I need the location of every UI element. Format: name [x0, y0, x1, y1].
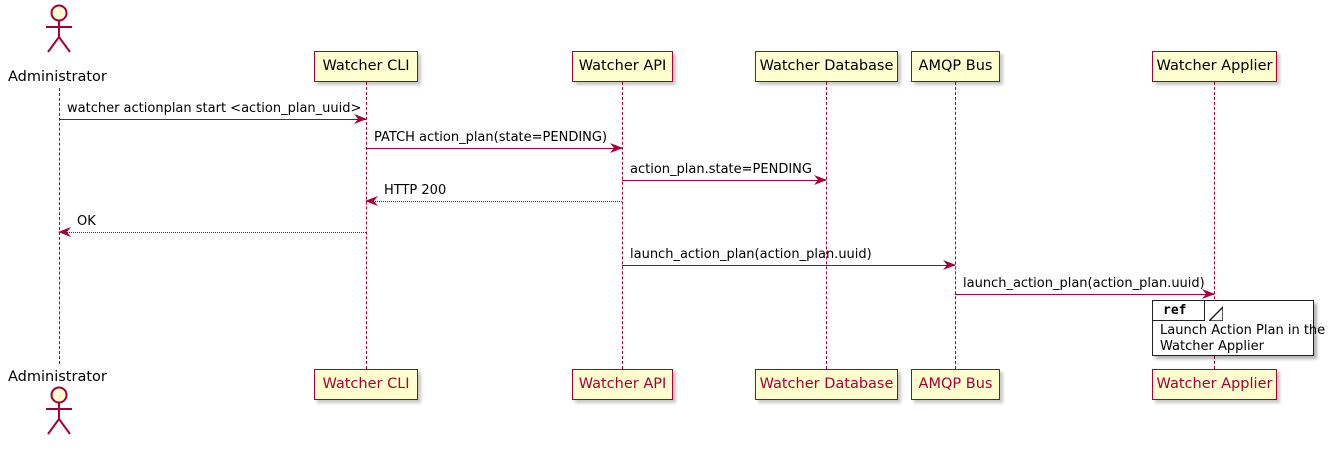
- ref-fragment-tab-label: ref: [1163, 303, 1187, 318]
- participant-label-amqp-bus: AMQP Bus: [918, 58, 993, 75]
- participant-box-amqp-bus-bottom[interactable]: AMQP Bus: [911, 369, 1000, 400]
- participant-box-watcher-api-top[interactable]: Watcher API: [572, 51, 673, 82]
- participant-label-watcher-database: Watcher Database: [759, 58, 894, 75]
- ref-fragment-tab: ref: [1153, 301, 1206, 321]
- message-label-m3: action_plan.state=PENDING: [630, 162, 812, 177]
- participant-box-watcher-cli-top[interactable]: Watcher CLI: [314, 51, 418, 82]
- participant-label-watcher-api: Watcher API: [578, 58, 667, 75]
- participant-label-watcher-cli: Watcher CLI: [322, 376, 410, 393]
- message-line-m7: [955, 294, 1214, 295]
- lifeline-watcher-applier: [1214, 82, 1215, 369]
- ref-fragment-fold-icon: [1209, 301, 1223, 321]
- message-line-m5: [59, 232, 366, 233]
- arrowhead-icon-m5: [58, 226, 71, 238]
- participant-label-watcher-cli: Watcher CLI: [322, 58, 410, 75]
- participant-label-amqp-bus: AMQP Bus: [918, 376, 993, 393]
- participant-label-watcher-applier: Watcher Applier: [1156, 376, 1273, 393]
- lifeline-administrator: [59, 88, 60, 364]
- participant-box-watcher-database-bottom[interactable]: Watcher Database: [755, 369, 898, 400]
- message-label-m5: OK: [77, 214, 96, 229]
- arrowhead-icon-m4: [365, 195, 378, 207]
- participant-box-amqp-bus-top[interactable]: AMQP Bus: [911, 51, 1000, 82]
- message-label-m1: watcher actionplan start <action_plan_uu…: [67, 101, 362, 116]
- participant-label-watcher-applier: Watcher Applier: [1156, 58, 1273, 75]
- arrowhead-icon-m3: [814, 174, 827, 186]
- message-label-m4: HTTP 200: [384, 183, 447, 198]
- arrowhead-icon-m2: [610, 142, 623, 154]
- message-line-m4: [366, 201, 622, 202]
- message-label-m7: launch_action_plan(action_plan.uuid): [963, 276, 1205, 291]
- lifeline-watcher-cli: [366, 82, 367, 369]
- message-line-m2: [366, 148, 622, 149]
- actor-label-administrator-top: Administrator: [8, 69, 107, 85]
- arrowhead-icon-m6: [943, 259, 956, 271]
- arrowhead-icon-m7: [1202, 288, 1215, 300]
- participant-label-watcher-database: Watcher Database: [759, 376, 894, 393]
- lifeline-watcher-api: [622, 82, 623, 369]
- message-label-m2: PATCH action_plan(state=PENDING): [374, 130, 608, 145]
- message-label-m6: launch_action_plan(action_plan.uuid): [630, 247, 872, 262]
- message-line-m6: [622, 265, 955, 266]
- lifeline-amqp-bus: [955, 82, 956, 369]
- participant-box-watcher-database-top[interactable]: Watcher Database: [755, 51, 898, 82]
- ref-fragment-line: Watcher Applier: [1160, 339, 1264, 354]
- message-line-m3: [622, 180, 826, 181]
- ref-fragment-line: Launch Action Plan in the: [1160, 323, 1326, 338]
- message-line-m1: [59, 119, 366, 120]
- participant-box-watcher-cli-bottom[interactable]: Watcher CLI: [314, 369, 418, 400]
- arrowhead-icon-m1: [354, 113, 367, 125]
- actor-label-administrator-bottom: Administrator: [8, 369, 107, 385]
- participant-box-watcher-api-bottom[interactable]: Watcher API: [572, 369, 673, 400]
- lifeline-watcher-database: [826, 82, 827, 369]
- actor-figure-administrator-top[interactable]: [38, 4, 80, 54]
- actor-figure-administrator-bottom[interactable]: [38, 386, 80, 436]
- participant-label-watcher-api: Watcher API: [578, 376, 667, 393]
- participant-box-watcher-applier-bottom[interactable]: Watcher Applier: [1152, 369, 1277, 400]
- participant-box-watcher-applier-top[interactable]: Watcher Applier: [1152, 51, 1277, 82]
